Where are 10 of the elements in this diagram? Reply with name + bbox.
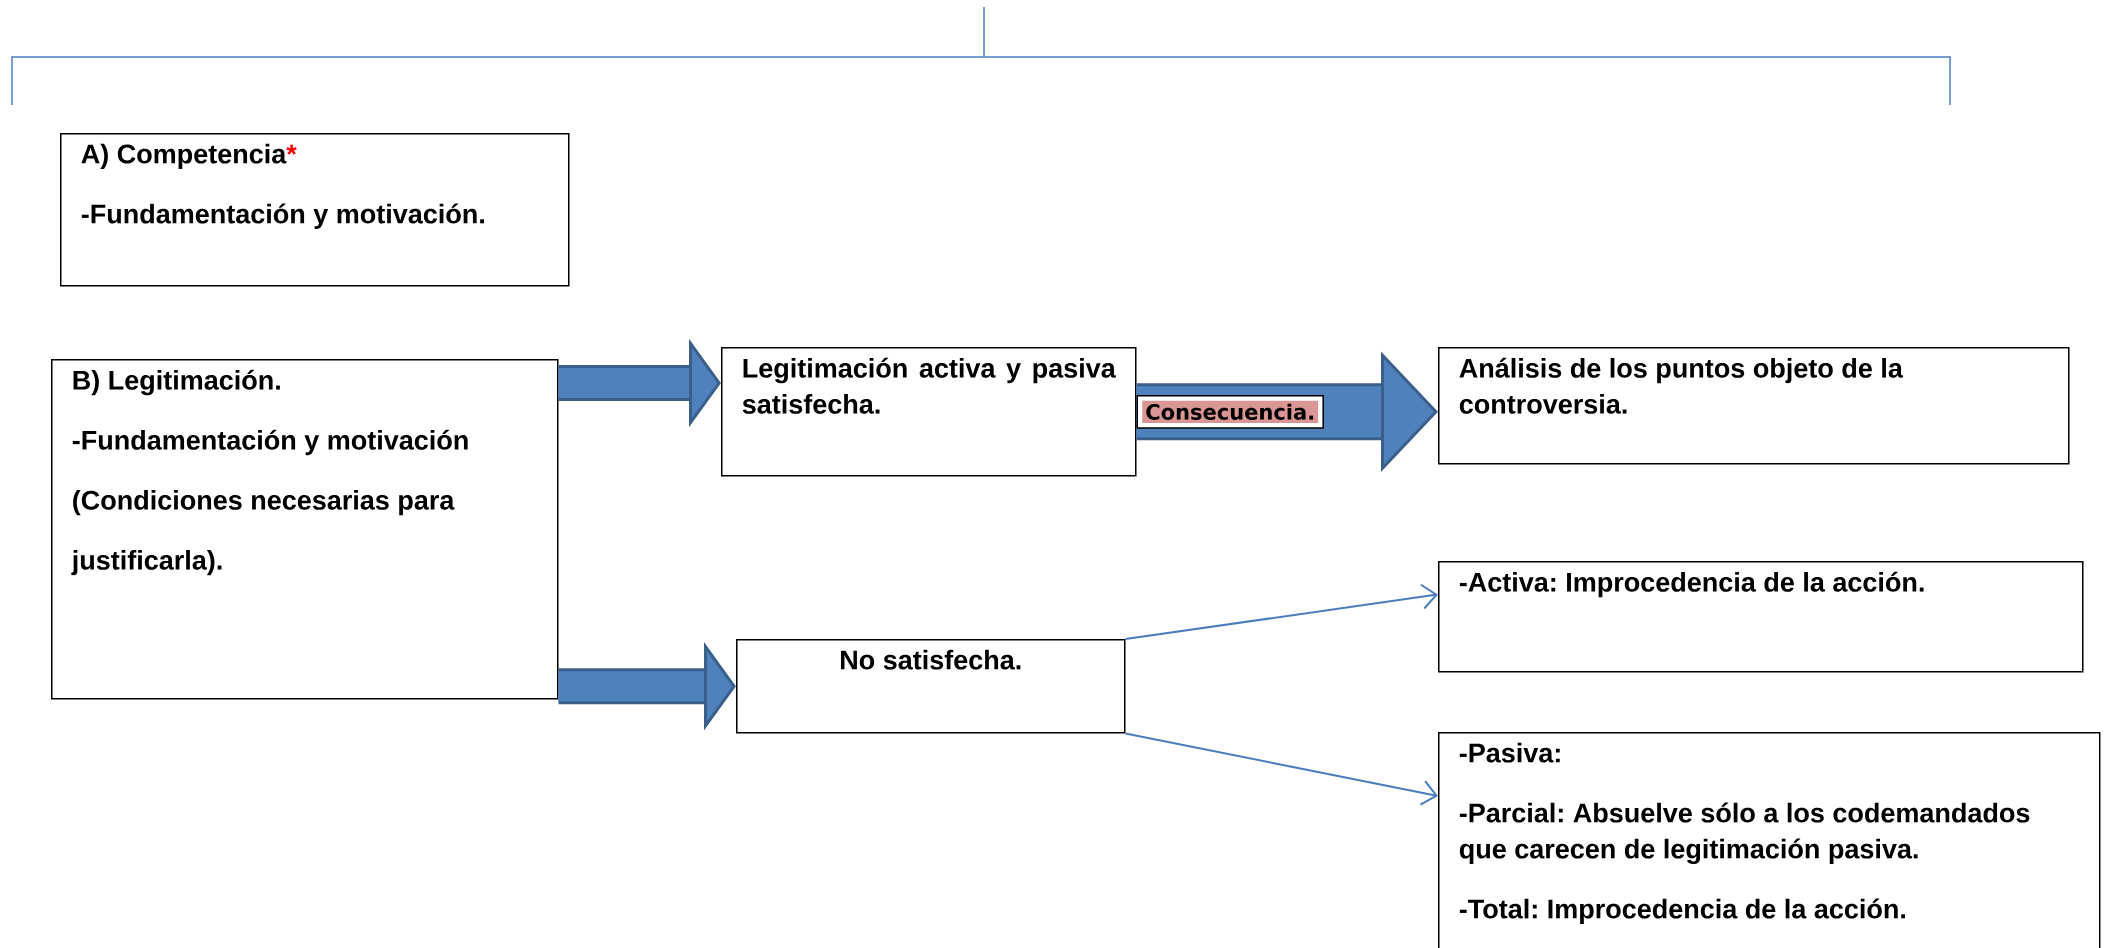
text-box: No satisfecha. xyxy=(736,639,1126,734)
text-box: A) Competencia* -Fundamentación y motivación. xyxy=(60,133,570,287)
text-box: Análisis de los puntos objeto de la controversia. xyxy=(1438,347,2070,465)
text-box: -Pasiva: -Parcial: Absuelve sólo a los codemandados que carecen de legitimación pasiva. -Total: Improcedencia de la acción. xyxy=(1438,732,2101,948)
text-box: Legitimación activa y pasiva satisfecha. xyxy=(721,347,1137,477)
edge-label: Consecuencia. xyxy=(1136,394,1324,429)
text-box: B) Legitimación. -Fundamentación y motivación (Condiciones necesarias para justificarla). xyxy=(51,359,559,700)
text-box: -Activa: Improcedencia de la acción. xyxy=(1438,561,2084,673)
arrow xyxy=(1124,583,1439,640)
arrow xyxy=(1124,732,1438,806)
